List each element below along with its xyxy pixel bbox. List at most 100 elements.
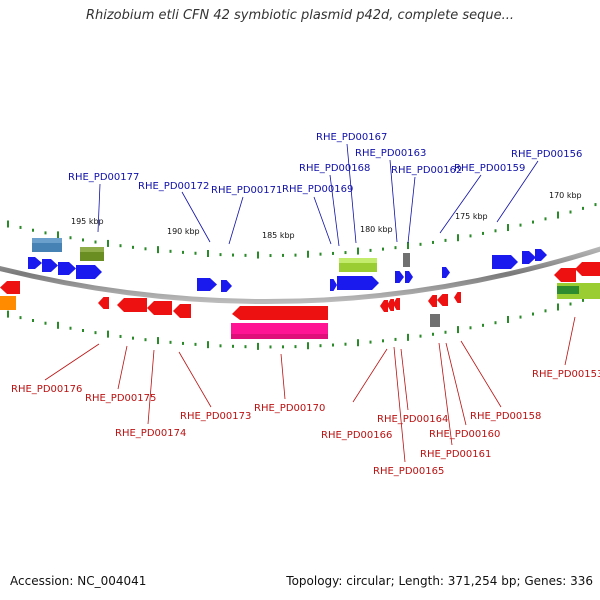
- scale-tick: [94, 240, 97, 244]
- reverse-gene-label[interactable]: RHE_PD00158: [470, 411, 541, 422]
- forward-label-line: [97, 183, 101, 233]
- forward-label-line: [181, 191, 211, 243]
- forward-gene-label[interactable]: RHE_PD00168: [299, 163, 370, 174]
- reverse-gene-arrow[interactable]: [98, 297, 109, 309]
- forward-gene-arrow[interactable]: [337, 276, 379, 290]
- reverse-gene-arrow[interactable]: [117, 298, 147, 312]
- scale-tick: [257, 251, 259, 259]
- scale-tick: [482, 323, 484, 327]
- forward-gene-label[interactable]: RHE_PD00171: [211, 185, 282, 196]
- scale-tick: [119, 334, 122, 338]
- reverse-gene-arrow[interactable]: [387, 299, 394, 311]
- forward-gene-label[interactable]: RHE_PD00169: [282, 184, 353, 195]
- reverse-gene-arrow[interactable]: [437, 294, 448, 306]
- scale-tick: [19, 316, 22, 320]
- scale-tick: [69, 326, 72, 330]
- reverse-gene-label[interactable]: RHE_PD00164: [377, 414, 448, 425]
- forward-gene-arrow[interactable]: [395, 271, 404, 283]
- forward-gene-arrow[interactable]: [221, 280, 232, 292]
- scale-tick: [307, 250, 309, 258]
- scale-tick: [419, 242, 422, 246]
- orange-feature-left[interactable]: [0, 296, 16, 310]
- scale-tick: [544, 217, 547, 221]
- large-reverse-gene[interactable]: [232, 306, 328, 320]
- label-lines: [44, 143, 576, 463]
- forward-gene-label[interactable]: RHE_PD00163: [355, 148, 426, 159]
- reverse-gene-label[interactable]: RHE_PD00160: [429, 429, 500, 440]
- reverse-gene-arrow[interactable]: [147, 301, 172, 315]
- scale-tick: [357, 247, 359, 255]
- scale-tick: [469, 234, 472, 238]
- scale-tick: [594, 203, 597, 207]
- scale-tick: [219, 344, 222, 348]
- map-title: Rhizobium etli CFN 42 symbiotic plasmid …: [85, 8, 515, 23]
- reverse-gene-label[interactable]: RHE_PD00176: [11, 384, 82, 395]
- reverse-gene-arrow[interactable]: [380, 300, 388, 312]
- scale-tick: [532, 220, 534, 224]
- forward-gene-label[interactable]: RHE_PD00156: [511, 149, 582, 160]
- reverse-label-line: [147, 349, 155, 425]
- scale-ticks: [7, 203, 597, 350]
- forward-gene-arrow[interactable]: [76, 265, 102, 279]
- forward-gene-arrow[interactable]: [330, 279, 337, 291]
- scale-label: 170 kbp: [549, 191, 582, 200]
- reverse-gene-label[interactable]: RHE_PD00153: [532, 369, 600, 380]
- forward-gene-arrow[interactable]: [58, 262, 76, 275]
- reverse-gene-label[interactable]: RHE_PD00174: [115, 428, 186, 439]
- reverse-gene-arrow[interactable]: [554, 268, 576, 282]
- scale-label: 190 kbp: [167, 227, 200, 236]
- forward-gene-label[interactable]: RHE_PD00159: [454, 163, 525, 174]
- scale-tick: [532, 312, 534, 316]
- reverse-gene-arrow[interactable]: [575, 262, 600, 276]
- reverse-gene-label[interactable]: RHE_PD00173: [180, 411, 251, 422]
- scale-tick: [569, 210, 572, 214]
- reverse-gene-label[interactable]: RHE_PD00161: [420, 449, 491, 460]
- forward-label-line: [439, 174, 482, 234]
- scale-tick: [157, 246, 159, 254]
- scale-tick: [157, 337, 159, 345]
- scale-tick: [294, 253, 297, 257]
- reverse-gene-label[interactable]: RHE_PD00166: [321, 430, 392, 441]
- forward-gene-arrow[interactable]: [42, 259, 58, 272]
- reverse-gene-arrow[interactable]: [428, 295, 437, 307]
- reverse-label-line: [400, 348, 409, 411]
- pseudo-feature-2[interactable]: [430, 314, 440, 327]
- reverse-gene-label[interactable]: RHE_PD00175: [85, 393, 156, 404]
- scale-tick: [282, 345, 284, 349]
- scale-tick: [119, 244, 122, 248]
- forward-gene-arrow[interactable]: [492, 255, 518, 269]
- scale-tick: [519, 223, 522, 227]
- scale-tick: [107, 239, 109, 247]
- pink-feature-bottom: [231, 334, 328, 339]
- scale-tick: [432, 240, 434, 244]
- reverse-genes: [0, 262, 600, 318]
- forward-gene-arrow[interactable]: [197, 278, 217, 291]
- forward-gene-arrow[interactable]: [442, 267, 450, 278]
- reverse-gene-arrow[interactable]: [0, 281, 20, 294]
- pseudo-feature[interactable]: [403, 253, 410, 267]
- forward-gene-arrow[interactable]: [522, 251, 536, 264]
- scale-tick: [507, 315, 509, 323]
- reverse-gene-labels: RHE_PD00176RHE_PD00175RHE_PD00174RHE_PD0…: [11, 369, 600, 477]
- forward-genes: [28, 249, 547, 292]
- scale-tick: [519, 315, 522, 319]
- scale-tick: [107, 330, 109, 338]
- forward-gene-label[interactable]: RHE_PD00172: [138, 181, 209, 192]
- forward-gene-arrow[interactable]: [405, 271, 413, 283]
- reverse-label-line: [117, 345, 128, 390]
- reverse-gene-arrow[interactable]: [454, 292, 461, 303]
- scale-tick: [369, 248, 372, 252]
- scale-tick: [182, 250, 184, 254]
- reverse-gene-label[interactable]: RHE_PD00170: [254, 403, 325, 414]
- forward-gene-label[interactable]: RHE_PD00177: [68, 172, 139, 183]
- forward-gene-label[interactable]: RHE_PD00167: [316, 132, 387, 143]
- forward-gene-label[interactable]: RHE_PD00162: [391, 165, 462, 176]
- reverse-gene-arrow[interactable]: [393, 298, 400, 310]
- forward-gene-arrow[interactable]: [28, 257, 42, 269]
- forward-gene-arrow[interactable]: [535, 249, 547, 261]
- reverse-gene-label[interactable]: RHE_PD00165: [373, 466, 444, 477]
- reverse-gene-arrow[interactable]: [173, 304, 191, 318]
- reverse-label-line: [438, 342, 453, 446]
- scale-tick: [57, 231, 59, 239]
